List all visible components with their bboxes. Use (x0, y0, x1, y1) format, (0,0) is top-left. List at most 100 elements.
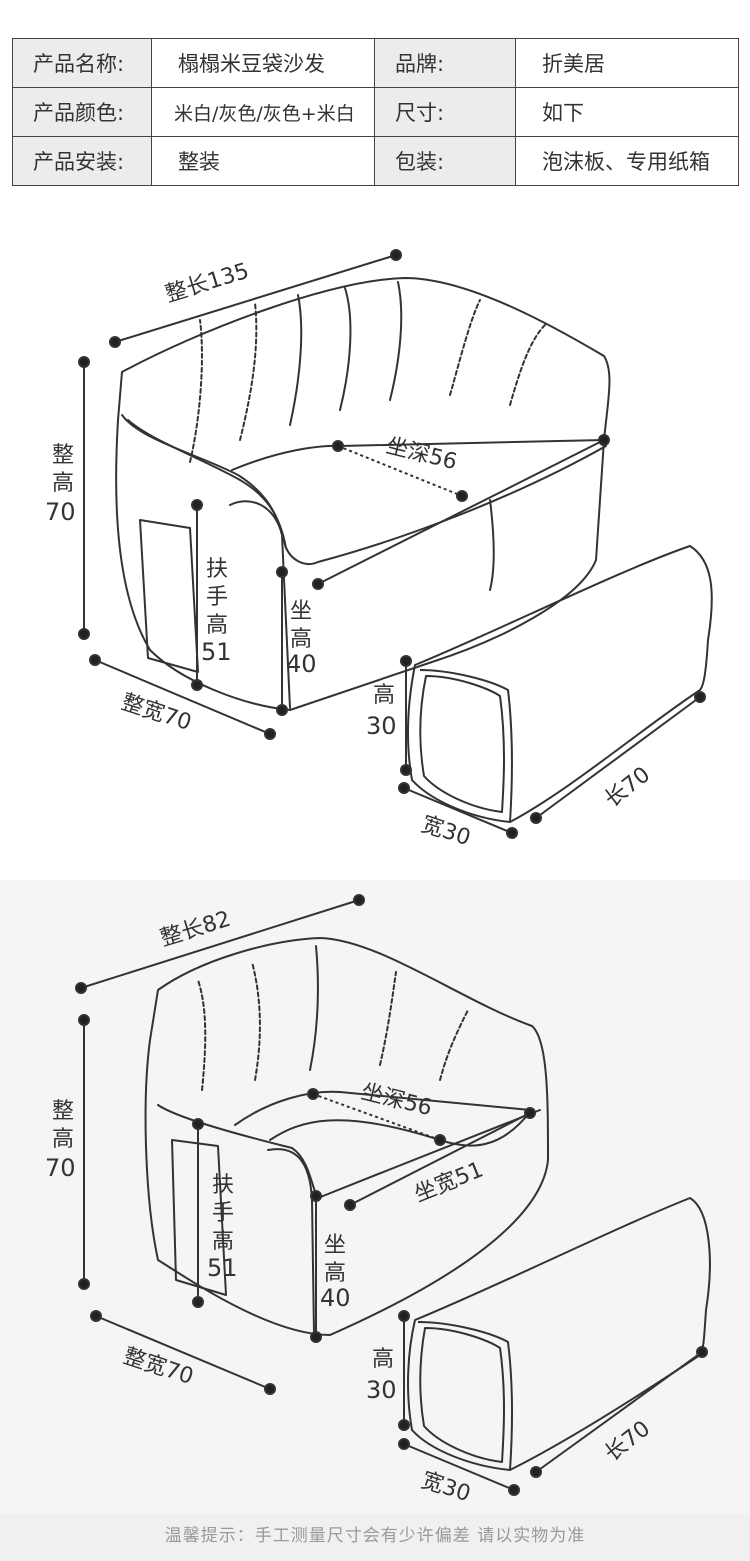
dim-dot (456, 490, 468, 502)
dim-dot (78, 1014, 90, 1026)
single-seat-sofa-panel: 整长82 整 高 70 坐深56 坐宽51 扶 手 高 51 坐 高 40 整宽… (0, 880, 750, 1561)
dim-line-total-width (94, 659, 271, 735)
sofa-two-seat-channel (449, 299, 481, 396)
dim-dot (344, 1199, 356, 1211)
dim-dot (191, 499, 203, 511)
label-arm-height-1: 扶 (212, 1173, 234, 1198)
dim-dot (264, 728, 276, 740)
dim-dot (390, 249, 402, 261)
label-arm-height-3: 高 (206, 613, 228, 638)
sofa-single-seat-seat-front (269, 1111, 531, 1147)
dim-dot (78, 628, 90, 640)
dim-line-total-width (95, 1315, 271, 1390)
dim-dot (530, 1466, 542, 1478)
footer-note: 温馨提示：手工测量尺寸会有少许偏差 请以实物为准 (0, 1514, 750, 1561)
label-seat-height-1: 坐 (290, 599, 312, 624)
dim-dot (264, 1383, 276, 1395)
dim-dot (398, 782, 410, 794)
dim-line-seat-width (349, 1112, 531, 1206)
sofa-two-seat-back-outline (115, 277, 611, 711)
spec-row-color: 产品颜色: 米白/灰色/灰色+米白 尺寸: 如下 (12, 87, 739, 137)
size-value: 如下 (515, 87, 739, 137)
sofa-single-seat-back-outline (144, 937, 549, 1336)
package-label: 包装: (374, 136, 516, 186)
label-ottoman-height-2: 30 (366, 712, 397, 740)
dim-dot (109, 336, 121, 348)
dim-line-total-length (114, 254, 397, 343)
two-seat-sofa-panel: 整长135 整 高 70 坐深56 扶 手 高 51 坐 高 40 整宽70 高… (0, 210, 750, 880)
dim-dot (398, 1419, 410, 1431)
label-arm-height-1: 扶 (206, 557, 228, 582)
label-arm-height-2: 手 (206, 585, 228, 610)
dim-dot (191, 679, 203, 691)
label-total-height-3: 70 (45, 1154, 76, 1182)
label-ottoman-height-1: 高 (372, 1347, 394, 1372)
ottoman-single-seat-front (417, 1321, 513, 1471)
dim-dot (530, 812, 542, 824)
product-install-value: 整装 (151, 136, 375, 186)
spec-table: 产品名称: 榻榻米豆袋沙发 品牌: 折美居 产品颜色: 米白/灰色/灰色+米白 … (12, 38, 739, 186)
dim-line-ottoman-width (403, 1443, 515, 1491)
label-seat-height-2: 高 (290, 627, 312, 652)
dim-dot (506, 827, 518, 839)
dim-dot (508, 1484, 520, 1496)
dim-line-ottoman-length (535, 1351, 703, 1473)
dim-line-seat-width (317, 439, 605, 585)
sofa-single-seat-channel (251, 961, 261, 1081)
sofa-single-seat-channel (309, 945, 319, 1071)
dim-dot (90, 1310, 102, 1322)
sofa-two-seat-arm (121, 414, 607, 565)
spec-row-name: 产品名称: 榻榻米豆袋沙发 品牌: 折美居 (12, 38, 739, 88)
sofa-single-seat-arm-front (267, 1148, 315, 1334)
dim-line-seat-depth (312, 1093, 441, 1141)
label-arm-height-4: 51 (207, 1254, 238, 1282)
sofa-single-seat-pocket (171, 1139, 227, 1296)
label-ottoman-length: 长70 (600, 762, 655, 812)
dim-dot (398, 1310, 410, 1322)
ottoman-two-seat-front (419, 669, 513, 823)
dim-dot (192, 1296, 204, 1308)
label-seat-height-3: 40 (320, 1284, 351, 1312)
two-seat-sofa-diagram: 整长135 整 高 70 坐深56 扶 手 高 51 坐 高 40 整宽70 高… (45, 249, 713, 851)
dim-dot (400, 764, 412, 776)
label-ottoman-height-2: 30 (366, 1376, 397, 1404)
dim-dot (75, 982, 87, 994)
sofa-two-seat-channel (239, 302, 258, 441)
label-seat-height-3: 40 (286, 650, 317, 678)
label-total-height-1: 整 (52, 1099, 74, 1124)
sofa-single-seat-arm (157, 1104, 319, 1199)
product-color-value: 米白/灰色/灰色+米白 (151, 87, 375, 137)
label-total-height-2: 高 (52, 471, 74, 496)
label-ottoman-length: 长70 (600, 1416, 655, 1466)
sofa-two-seat-arm-piping (127, 419, 287, 549)
label-total-height-1: 整 (52, 443, 74, 468)
dim-dot (332, 440, 344, 452)
sofa-two-seat-channel (339, 287, 352, 411)
label-total-length: 整长82 (157, 907, 233, 952)
product-install-label: 产品安装: (12, 136, 152, 186)
sofa-two-seat-channel (509, 324, 546, 406)
dim-dot (398, 1438, 410, 1450)
dim-dot (524, 1107, 536, 1119)
label-seat-height-1: 坐 (324, 1233, 346, 1258)
dim-line-ottoman-width (403, 787, 513, 834)
dim-dot (310, 1190, 322, 1202)
dim-line-ottoman-length (535, 696, 701, 819)
single-seat-sofa-diagram: 整长82 整 高 70 坐深56 坐宽51 扶 手 高 51 坐 高 40 整宽… (45, 894, 711, 1507)
dim-dot (307, 1088, 319, 1100)
dim-dot (276, 566, 288, 578)
product-color-label: 产品颜色: (12, 87, 152, 137)
dim-dot (400, 655, 412, 667)
product-name-label: 产品名称: (12, 38, 152, 88)
ottoman-two-seat-front-piping (419, 675, 505, 813)
dim-dot (78, 356, 90, 368)
sofa-two-seat-seat-split (489, 499, 495, 591)
label-ottoman-width: 宽30 (418, 812, 473, 851)
dim-dot (353, 894, 365, 906)
dim-line-seat-depth (337, 445, 463, 497)
product-name-value: 榻榻米豆袋沙发 (151, 38, 375, 88)
label-arm-height-3: 高 (212, 1229, 234, 1254)
sofa-single-seat-channel (379, 971, 397, 1066)
sofa-two-seat-channel (389, 281, 403, 401)
brand-value: 折美居 (515, 38, 739, 88)
